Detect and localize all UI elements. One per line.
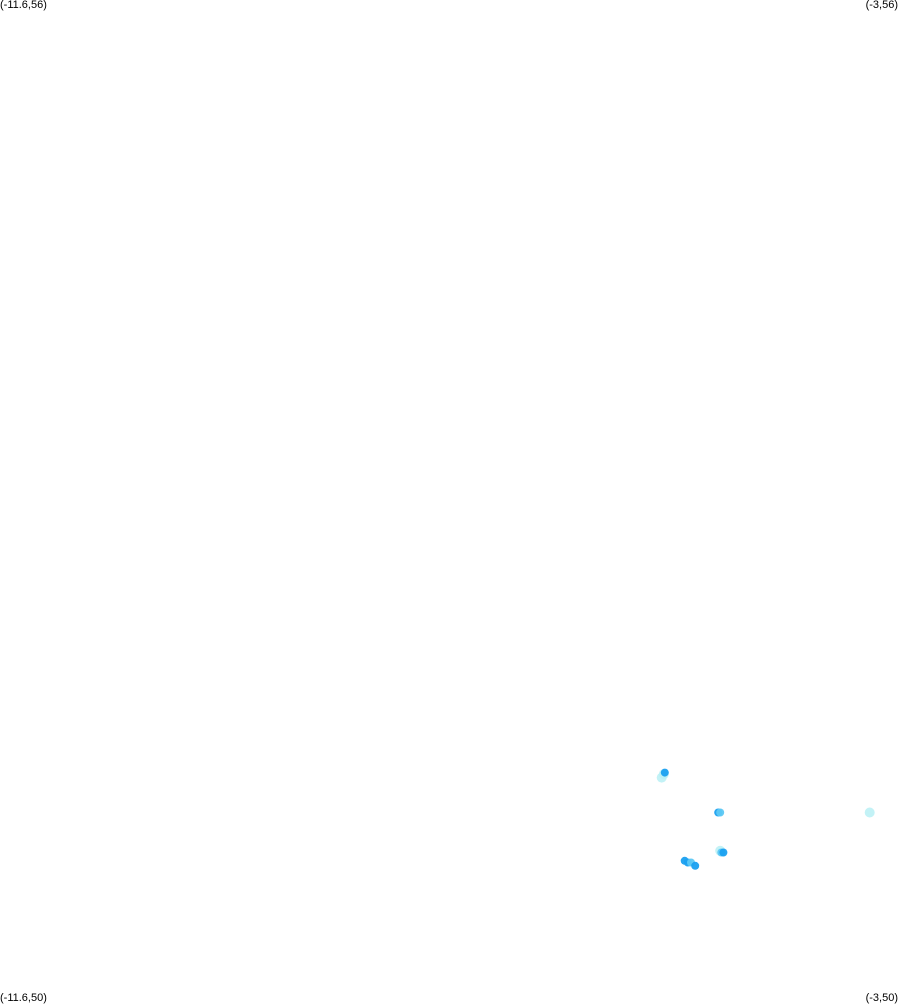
map-marker [660,768,669,777]
map-marker [719,848,728,857]
corner-label-bottom-right: (-3,50) [865,992,898,1004]
corner-label-bottom-left: (-11.6,50) [0,992,47,1004]
corner-label-top-right: (-3,56) [865,0,898,11]
corner-label-top-left: (-11.6,56) [0,0,47,11]
map-marker [691,861,700,870]
map-marker [864,807,875,818]
map-marker [716,808,725,817]
